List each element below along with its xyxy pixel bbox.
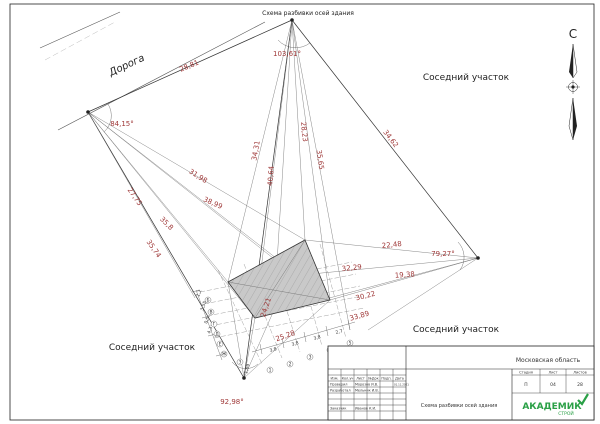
dim-label: 31,98	[187, 168, 208, 185]
angle-left: 84,15°	[110, 120, 134, 128]
tb-name: Иванов К.И.	[355, 407, 376, 411]
sheet-frame	[9, 3, 595, 421]
dim-label: 19,38	[395, 270, 416, 279]
tb-date: 01.11.2021	[394, 383, 409, 387]
dimension-labels: 28,81 34,62 34,31 28,23 35,65 40,64 31,9…	[126, 59, 416, 344]
axis-bubble: В	[207, 308, 215, 316]
logo-check-icon	[577, 393, 589, 406]
svg-text:5: 5	[349, 341, 352, 347]
tb-header-cell: Подп.	[381, 377, 391, 381]
company-logo: АКАДЕМИК СТРОЙ	[522, 393, 589, 417]
tb-sheets-label: Листов	[573, 371, 586, 375]
tb-stage-label: Стадия	[519, 371, 533, 375]
axis-bubble: 5	[346, 339, 354, 347]
tb-sheets: 28	[577, 382, 583, 388]
dim-label: 33,89	[349, 309, 370, 322]
dim-label: 35,65	[315, 149, 326, 170]
svg-text:В: В	[209, 310, 212, 316]
dim-label: 35,8	[158, 215, 175, 232]
tb-sheet-label: Лист	[548, 371, 557, 375]
tb-drawing-title: Схема разбивки осей здания	[421, 402, 497, 409]
tb-name: Мельник И.В.	[355, 389, 379, 393]
axis-bubble: З	[236, 358, 244, 366]
svg-text:Д: Д	[215, 332, 219, 338]
angle-top: 103,61°	[273, 50, 301, 58]
top-title: Схема разбивки осей здания	[262, 10, 354, 17]
bottom-dimension-chain	[251, 319, 356, 355]
angle-arcs	[103, 39, 465, 369]
tb-role: Проверил	[330, 383, 347, 387]
tb-header-cell: Изм.	[331, 377, 339, 381]
road-label: Дорога	[107, 53, 147, 79]
tb-name: Морозов И.В.	[355, 383, 378, 387]
svg-text:Г: Г	[213, 322, 216, 328]
small-dim: 1,69	[243, 363, 251, 374]
building-hatch	[228, 240, 330, 318]
small-dimensions: 1,2 3,55 0,5 4,3 3,8 3,8 3,8 2,7 1,69	[195, 289, 343, 375]
tb-header-cell: №Док	[368, 377, 378, 381]
station-markers	[86, 18, 480, 380]
dim-label: 25,28	[275, 329, 297, 343]
small-dim: 3,8	[269, 346, 278, 354]
small-dim: 0,5	[203, 316, 211, 325]
svg-text:Ж: Ж	[222, 352, 227, 358]
axis-bubble: Ж	[220, 350, 228, 358]
dim-label: 35,74	[145, 238, 163, 259]
tb-stage: П	[524, 382, 527, 388]
angle-right: 79,27°	[431, 250, 455, 258]
dim-label: 38,99	[202, 195, 224, 210]
company-name: АКАДЕМИК	[522, 402, 582, 412]
angle-bottom: 92,98°	[220, 398, 244, 406]
axis-bubble: Д	[213, 330, 221, 338]
neighbor-label-left: Соседний участок	[109, 343, 196, 353]
road	[39, 11, 266, 131]
small-dim: 3,8	[313, 334, 322, 342]
neighbor-label-top-right: Соседний участок	[423, 73, 510, 83]
small-dim: 3,55	[199, 300, 208, 312]
svg-text:Е: Е	[219, 342, 222, 348]
dim-label: 28,81	[178, 59, 200, 74]
dim-label: 32,29	[341, 263, 362, 273]
north-arrow: С	[566, 27, 580, 141]
svg-text:З: З	[239, 360, 242, 366]
axis-bubble: 2	[286, 360, 294, 368]
axis-bubble: Е	[216, 340, 224, 348]
small-dim: 2,7	[335, 328, 344, 336]
svg-text:Б: Б	[206, 298, 209, 304]
axis-bubble: 1	[266, 366, 274, 374]
svg-text:1: 1	[269, 368, 272, 374]
dim-label: 30,22	[355, 290, 376, 303]
tb-sheet: 04	[550, 382, 556, 388]
axis-bubble: 3	[306, 353, 314, 361]
axis-bubble: Г	[210, 320, 218, 328]
tb-header-cell: Кол.уч	[342, 377, 354, 381]
title-block: Московская область Изм. Кол.уч Лист №Док…	[327, 345, 595, 421]
tb-header-cell: Лист	[356, 377, 365, 381]
dim-label: 22,48	[381, 240, 402, 250]
dim-label: 27,75	[126, 186, 144, 207]
dim-label: 34,31	[250, 140, 261, 161]
neighbor-label-bottom-right: Соседний участок	[413, 325, 500, 335]
small-dim: 4,3	[206, 326, 214, 335]
dim-label: 40,64	[266, 165, 275, 186]
tb-org: Московская область	[516, 357, 581, 364]
axis-bubble: Б	[204, 296, 212, 304]
building-diagonals	[227, 239, 331, 319]
svg-text:3: 3	[309, 355, 312, 361]
tb-header-cell: Дата	[395, 377, 404, 381]
company-sub: СТРОЙ	[558, 410, 574, 417]
dim-label: 28,23	[299, 121, 309, 142]
small-dim: 1,2	[195, 289, 203, 298]
small-dim: 3,8	[291, 340, 300, 348]
svg-text:2: 2	[289, 362, 292, 368]
tb-role: Заказчик	[330, 407, 346, 411]
svg-text:С: С	[569, 27, 577, 41]
tb-role: Разработал	[330, 389, 351, 393]
